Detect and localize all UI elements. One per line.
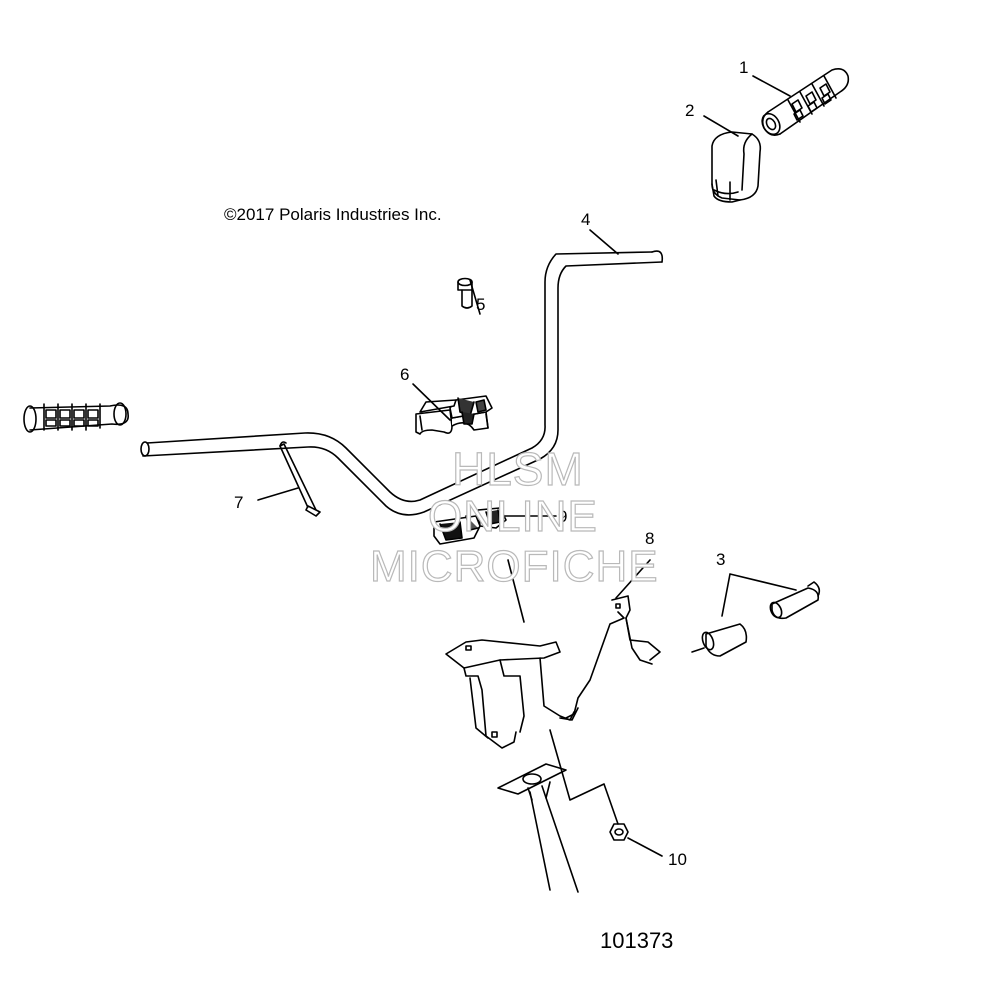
leader-line-3 bbox=[721, 573, 797, 617]
handlebar-icon bbox=[140, 250, 664, 516]
cable-tie-icon bbox=[279, 441, 321, 517]
upper-clamp-icon bbox=[415, 395, 493, 435]
callout-7: 7 bbox=[234, 493, 244, 512]
centerline-lower bbox=[549, 729, 619, 825]
leader-line-8 bbox=[615, 559, 651, 599]
leader-line-5 bbox=[469, 279, 481, 315]
callout-3: 3 bbox=[716, 550, 726, 569]
leader-line-2 bbox=[703, 115, 739, 137]
leader-line-10 bbox=[627, 837, 663, 857]
steering-post-icon bbox=[497, 763, 579, 893]
callout-8: 8 bbox=[645, 529, 655, 548]
watermark-line-3: MICROFICHE bbox=[369, 541, 659, 591]
hand-grip-icon bbox=[761, 68, 850, 136]
callout-2: 2 bbox=[685, 101, 695, 120]
callout-10: 10 bbox=[668, 850, 687, 869]
drawing-number: 101373 bbox=[600, 928, 674, 953]
leader-line-4 bbox=[589, 229, 619, 255]
centerline-upper bbox=[507, 559, 525, 623]
copyright-notice: ©2017 Polaris Industries Inc. bbox=[224, 205, 442, 224]
bolt-icon bbox=[457, 277, 473, 309]
callout-6: 6 bbox=[400, 365, 410, 384]
callout-1: 1 bbox=[739, 58, 749, 77]
mounting-bracket-icon bbox=[445, 595, 661, 749]
leader-line-1 bbox=[752, 75, 791, 97]
left-hand-grip-icon bbox=[23, 402, 129, 433]
callout-4: 4 bbox=[581, 210, 591, 229]
leader-line-6 bbox=[412, 383, 451, 421]
lower-clamp-icon bbox=[433, 507, 507, 545]
nut-icon bbox=[609, 823, 629, 841]
callout-5: 5 bbox=[476, 295, 486, 314]
watermark-line-1: HLSM bbox=[451, 442, 584, 495]
watermark-line-2: ONLINE bbox=[427, 491, 598, 541]
callout-9: 9 bbox=[558, 507, 568, 526]
throttle-sleeve-icon bbox=[691, 581, 821, 657]
leader-line-7 bbox=[257, 487, 299, 501]
grip-end-cap-icon bbox=[711, 131, 762, 203]
